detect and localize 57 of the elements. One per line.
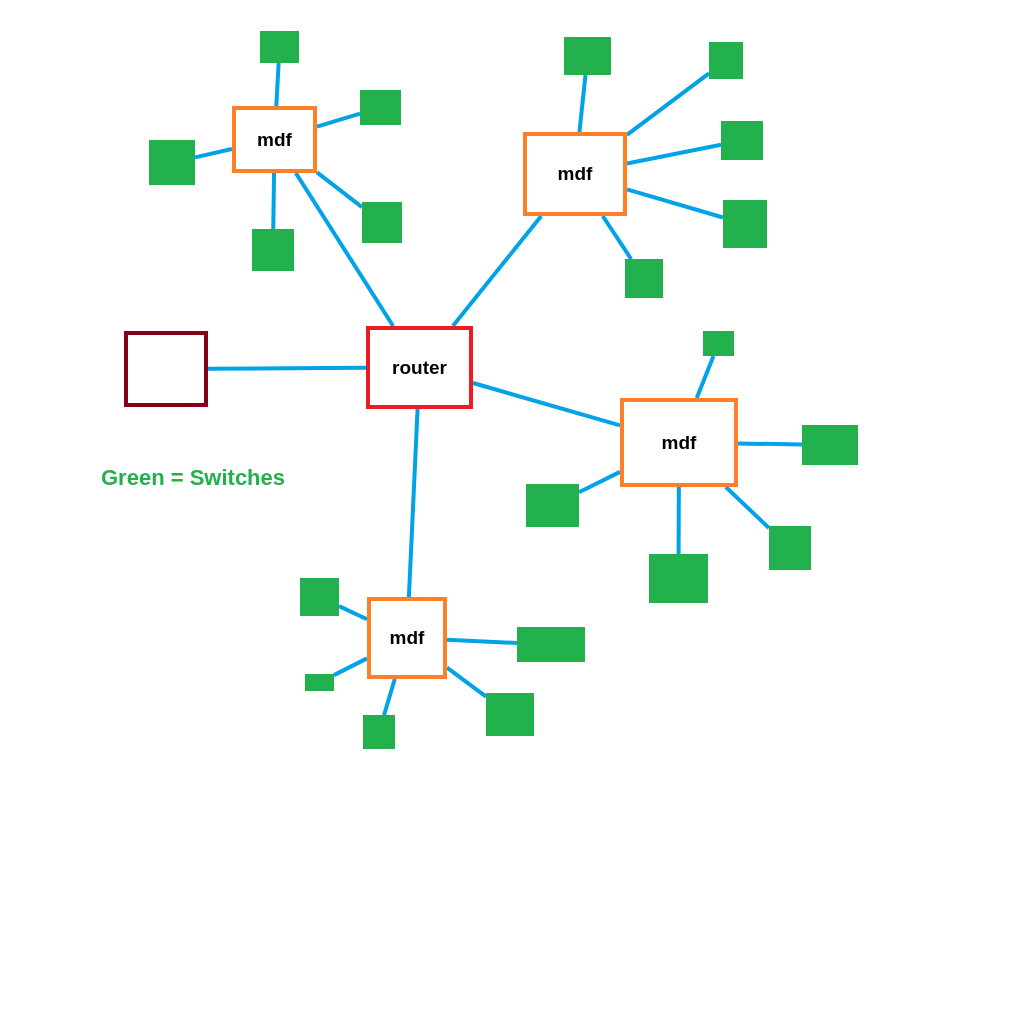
switch-box (769, 526, 811, 570)
switch-box (709, 42, 743, 79)
network-link (316, 111, 361, 129)
node-label: mdf (389, 627, 425, 649)
network-link (333, 656, 368, 677)
network-link (338, 604, 368, 622)
node-label: router (392, 356, 447, 379)
network-link (382, 678, 397, 716)
network-link (737, 441, 803, 447)
network-link (694, 355, 716, 399)
switch-box (363, 715, 395, 749)
switch-box (305, 674, 334, 691)
mdf-box (367, 597, 447, 679)
switch-box (703, 331, 734, 356)
switch-box (149, 140, 195, 185)
network-link (626, 142, 722, 166)
node-label: mdf (557, 163, 593, 185)
mdf-box (620, 398, 738, 487)
switch-box (564, 37, 611, 75)
switch-box (802, 425, 858, 465)
switch-box (517, 627, 585, 662)
network-link (446, 637, 518, 645)
network-link (294, 171, 395, 328)
network-link (194, 147, 233, 160)
network-link (271, 172, 277, 230)
network-link (406, 408, 420, 598)
node-label: mdf (661, 431, 697, 454)
network-link (451, 214, 543, 328)
server-box (124, 331, 208, 407)
switch-box (649, 554, 708, 603)
network-link (724, 485, 771, 530)
switch-box (300, 578, 339, 616)
network-link (315, 170, 364, 209)
network-link (676, 487, 681, 554)
switch-box (526, 484, 579, 527)
switch-box (625, 259, 663, 298)
node-label: mdf (257, 128, 292, 151)
network-link (577, 74, 588, 133)
switch-box (252, 229, 294, 271)
network-link (601, 214, 633, 261)
switch-box (362, 202, 402, 243)
router-box (366, 326, 473, 409)
network-link (472, 381, 621, 428)
network-link (445, 666, 488, 699)
switch-box (721, 121, 763, 160)
mdf-box (523, 132, 627, 216)
network-link (625, 71, 711, 137)
network-link (208, 365, 366, 371)
switch-box (360, 90, 401, 125)
network-link (578, 470, 621, 495)
switch-box (486, 693, 534, 736)
legend-note: Green = Switches (101, 465, 286, 491)
switch-box (260, 31, 299, 63)
network-link (626, 187, 724, 220)
switch-box (723, 200, 767, 248)
mdf-box (232, 106, 317, 173)
network-link (274, 62, 281, 107)
